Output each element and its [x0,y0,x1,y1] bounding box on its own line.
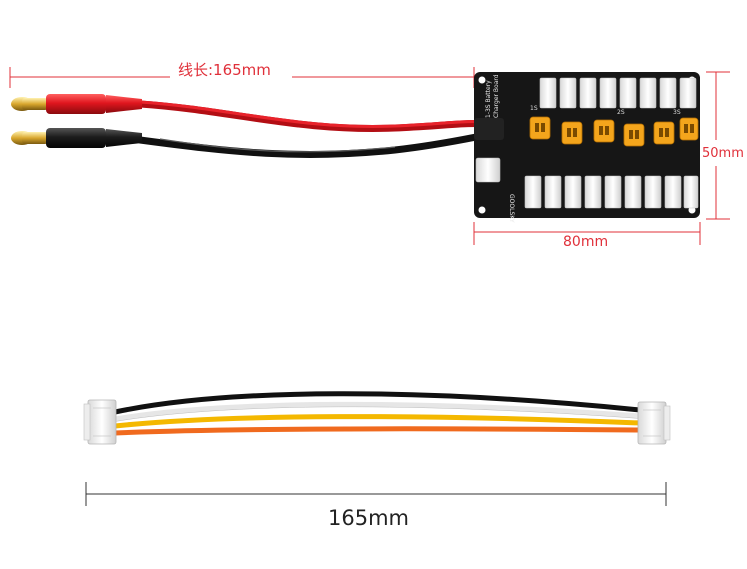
balance-label-3s: 3S [673,109,681,116]
board-width-label: 80mm [563,234,609,250]
cable-length-dimension [85,482,667,506]
board-brand: GOOLSKY [508,194,515,223]
board-height-dimension [706,71,730,220]
jst-xh-connector-icon [83,399,117,445]
lead-length-label: 线长:165mm [174,59,275,80]
xt30-connector-icon [679,117,699,141]
black-lead-wire [136,130,496,159]
xt30-connector-icon [593,119,615,143]
red-banana-plug [11,94,142,114]
board-subtitle: Charger Board [493,74,500,118]
cable-length-label: 165mm [328,506,409,530]
board-title: 1-3S Battery [485,80,492,118]
jst-xh-connector-icon [637,401,671,445]
xt30-connector-icon [561,121,583,145]
balance-extension-cable [112,391,643,436]
bottom-balance-connectors [524,175,699,209]
xt30-connector-row [529,116,699,147]
board-width-dimension [473,222,701,245]
xt30-connector-icon [529,116,551,140]
xt30-connector-icon [653,121,675,145]
balance-label-1s: 1S [530,105,538,112]
balance-labels: 1S 2S 3S [530,105,681,116]
black-banana-plug [11,128,142,148]
balance-label-2s: 2S [617,109,625,116]
xt30-connector-icon [623,123,645,147]
board-height-label: 50mm [702,146,744,161]
red-lead-wire [136,100,496,132]
board-text: 1-3S Battery Charger Board GOOLSKY [485,74,515,223]
top-balance-connectors [539,77,697,109]
